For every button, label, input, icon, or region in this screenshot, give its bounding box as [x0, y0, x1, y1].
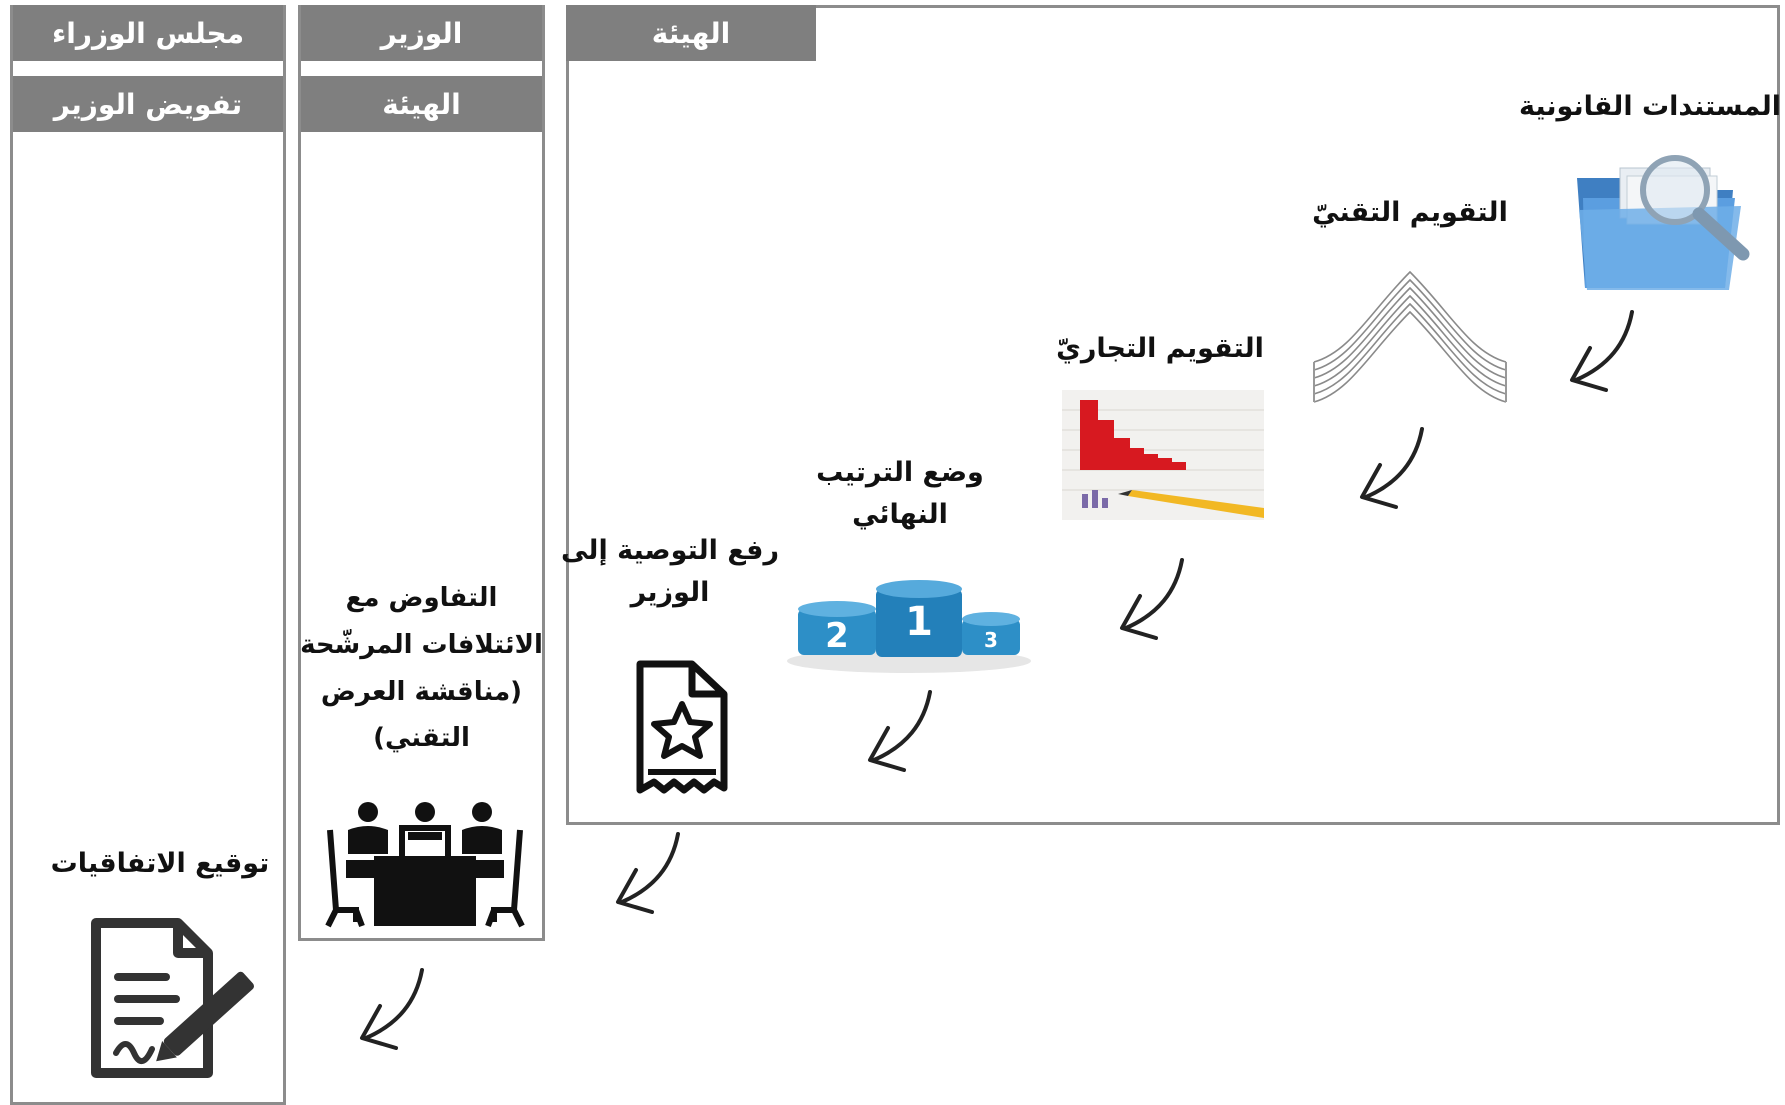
- minister-header: الوزير: [301, 5, 542, 61]
- step-negotiation-label: التفاوض مع الائتلافات المرشّحة (مناقشة ا…: [300, 575, 543, 762]
- step-commercial-evaluation-label: التقويم التجاريّ: [1056, 333, 1264, 364]
- meeting-table-icon: [325, 802, 525, 928]
- authority-frame: [566, 5, 1780, 825]
- step-legal-documents-label: المستندات القانونية: [1519, 91, 1781, 122]
- step-recommendation-label: رفع التوصية إلى الوزير: [560, 530, 780, 614]
- podium-first-label: 1: [905, 599, 933, 645]
- step-signing-label: توقيع الاتفاقيات: [50, 848, 270, 879]
- bar-chart-icon: [1062, 390, 1264, 520]
- authority-header: الهيئة: [566, 5, 816, 61]
- step-final-ranking-line-1: وضع الترتيب: [816, 457, 984, 488]
- step-negotiation-line-3: (مناقشة العرض: [320, 676, 523, 707]
- flow-arrow-1: [1570, 310, 1634, 392]
- folder-search-icon: [1577, 155, 1750, 290]
- step-negotiation-line-1: التفاوض مع: [345, 583, 498, 613]
- podium-third-label: 3: [984, 628, 998, 652]
- flow-arrow-5: [616, 832, 680, 914]
- signed-document-icon: [91, 918, 254, 1078]
- step-recommendation-line-1: رفع التوصية إلى: [560, 535, 779, 566]
- flow-arrow-4: [868, 690, 932, 772]
- step-recommendation-line-2: الوزير: [630, 576, 710, 608]
- step-technical-evaluation-label: التقويم التقنيّ: [1312, 197, 1508, 228]
- layered-wave-icon: [1313, 270, 1507, 403]
- flow-arrow-6: [360, 968, 424, 1050]
- podium-second-label: 2: [825, 616, 849, 656]
- step-negotiation-line-2: الائتلافات المرشّحة: [300, 629, 543, 660]
- step-final-ranking-line-2: النهائي: [852, 498, 948, 530]
- flow-arrow-2: [1360, 427, 1424, 509]
- step-final-ranking-label: وضع الترتيب النهائي: [800, 452, 1000, 536]
- minister-subheader: الهيئة: [301, 76, 542, 132]
- council-subheader: تفويض الوزير: [13, 76, 283, 132]
- flow-arrow-3: [1120, 558, 1184, 640]
- council-header: مجلس الوزراء: [13, 5, 283, 61]
- step-negotiation-line-4: التقني): [373, 723, 470, 754]
- podium-icon: 2 1 3: [787, 580, 1031, 673]
- certificate-icon: [636, 660, 728, 794]
